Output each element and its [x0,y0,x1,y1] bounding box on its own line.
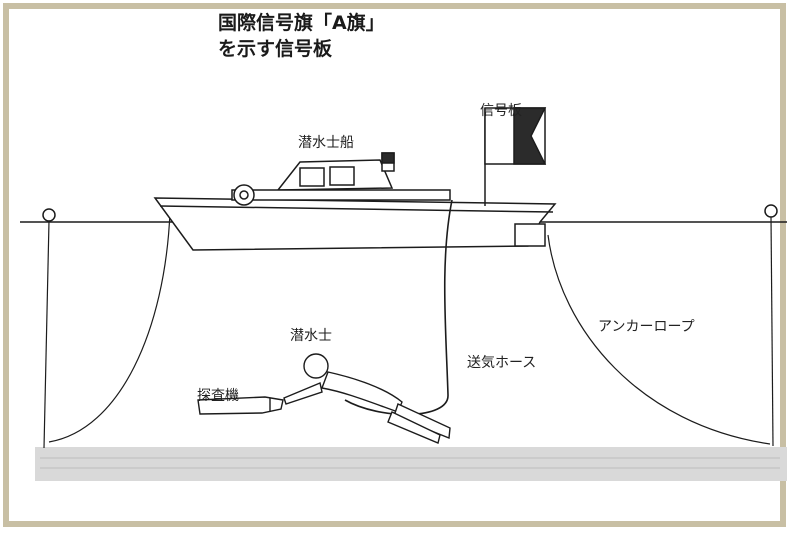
air-hose [344,199,453,416]
label-signal-board: 信号板 [480,103,522,119]
probe-device [197,396,284,415]
left-buoy [42,208,56,449]
label-diver-boat: 潜水士船 [298,135,354,151]
caption-line-1: 国際信号旗「A旗」 [218,12,385,34]
caption: 国際信号旗「A旗」 を示す信号板 [218,10,385,62]
boat [153,152,557,251]
seabed-texture [40,457,780,469]
label-anchor-rope: アンカーロープ [598,319,695,335]
right-buoy [764,204,778,447]
signal-board [484,107,547,206]
label-air-hose: 送気ホース [467,355,537,371]
label-probe: 探査機 [197,388,239,404]
label-diver: 潜水士 [290,328,332,344]
anchor-rope-left [48,211,171,443]
diver-figure [283,353,451,444]
seabed [35,447,787,481]
caption-line-2: を示す信号板 [218,38,333,60]
frame-border [3,3,786,527]
anchor-rope-right [547,234,771,445]
